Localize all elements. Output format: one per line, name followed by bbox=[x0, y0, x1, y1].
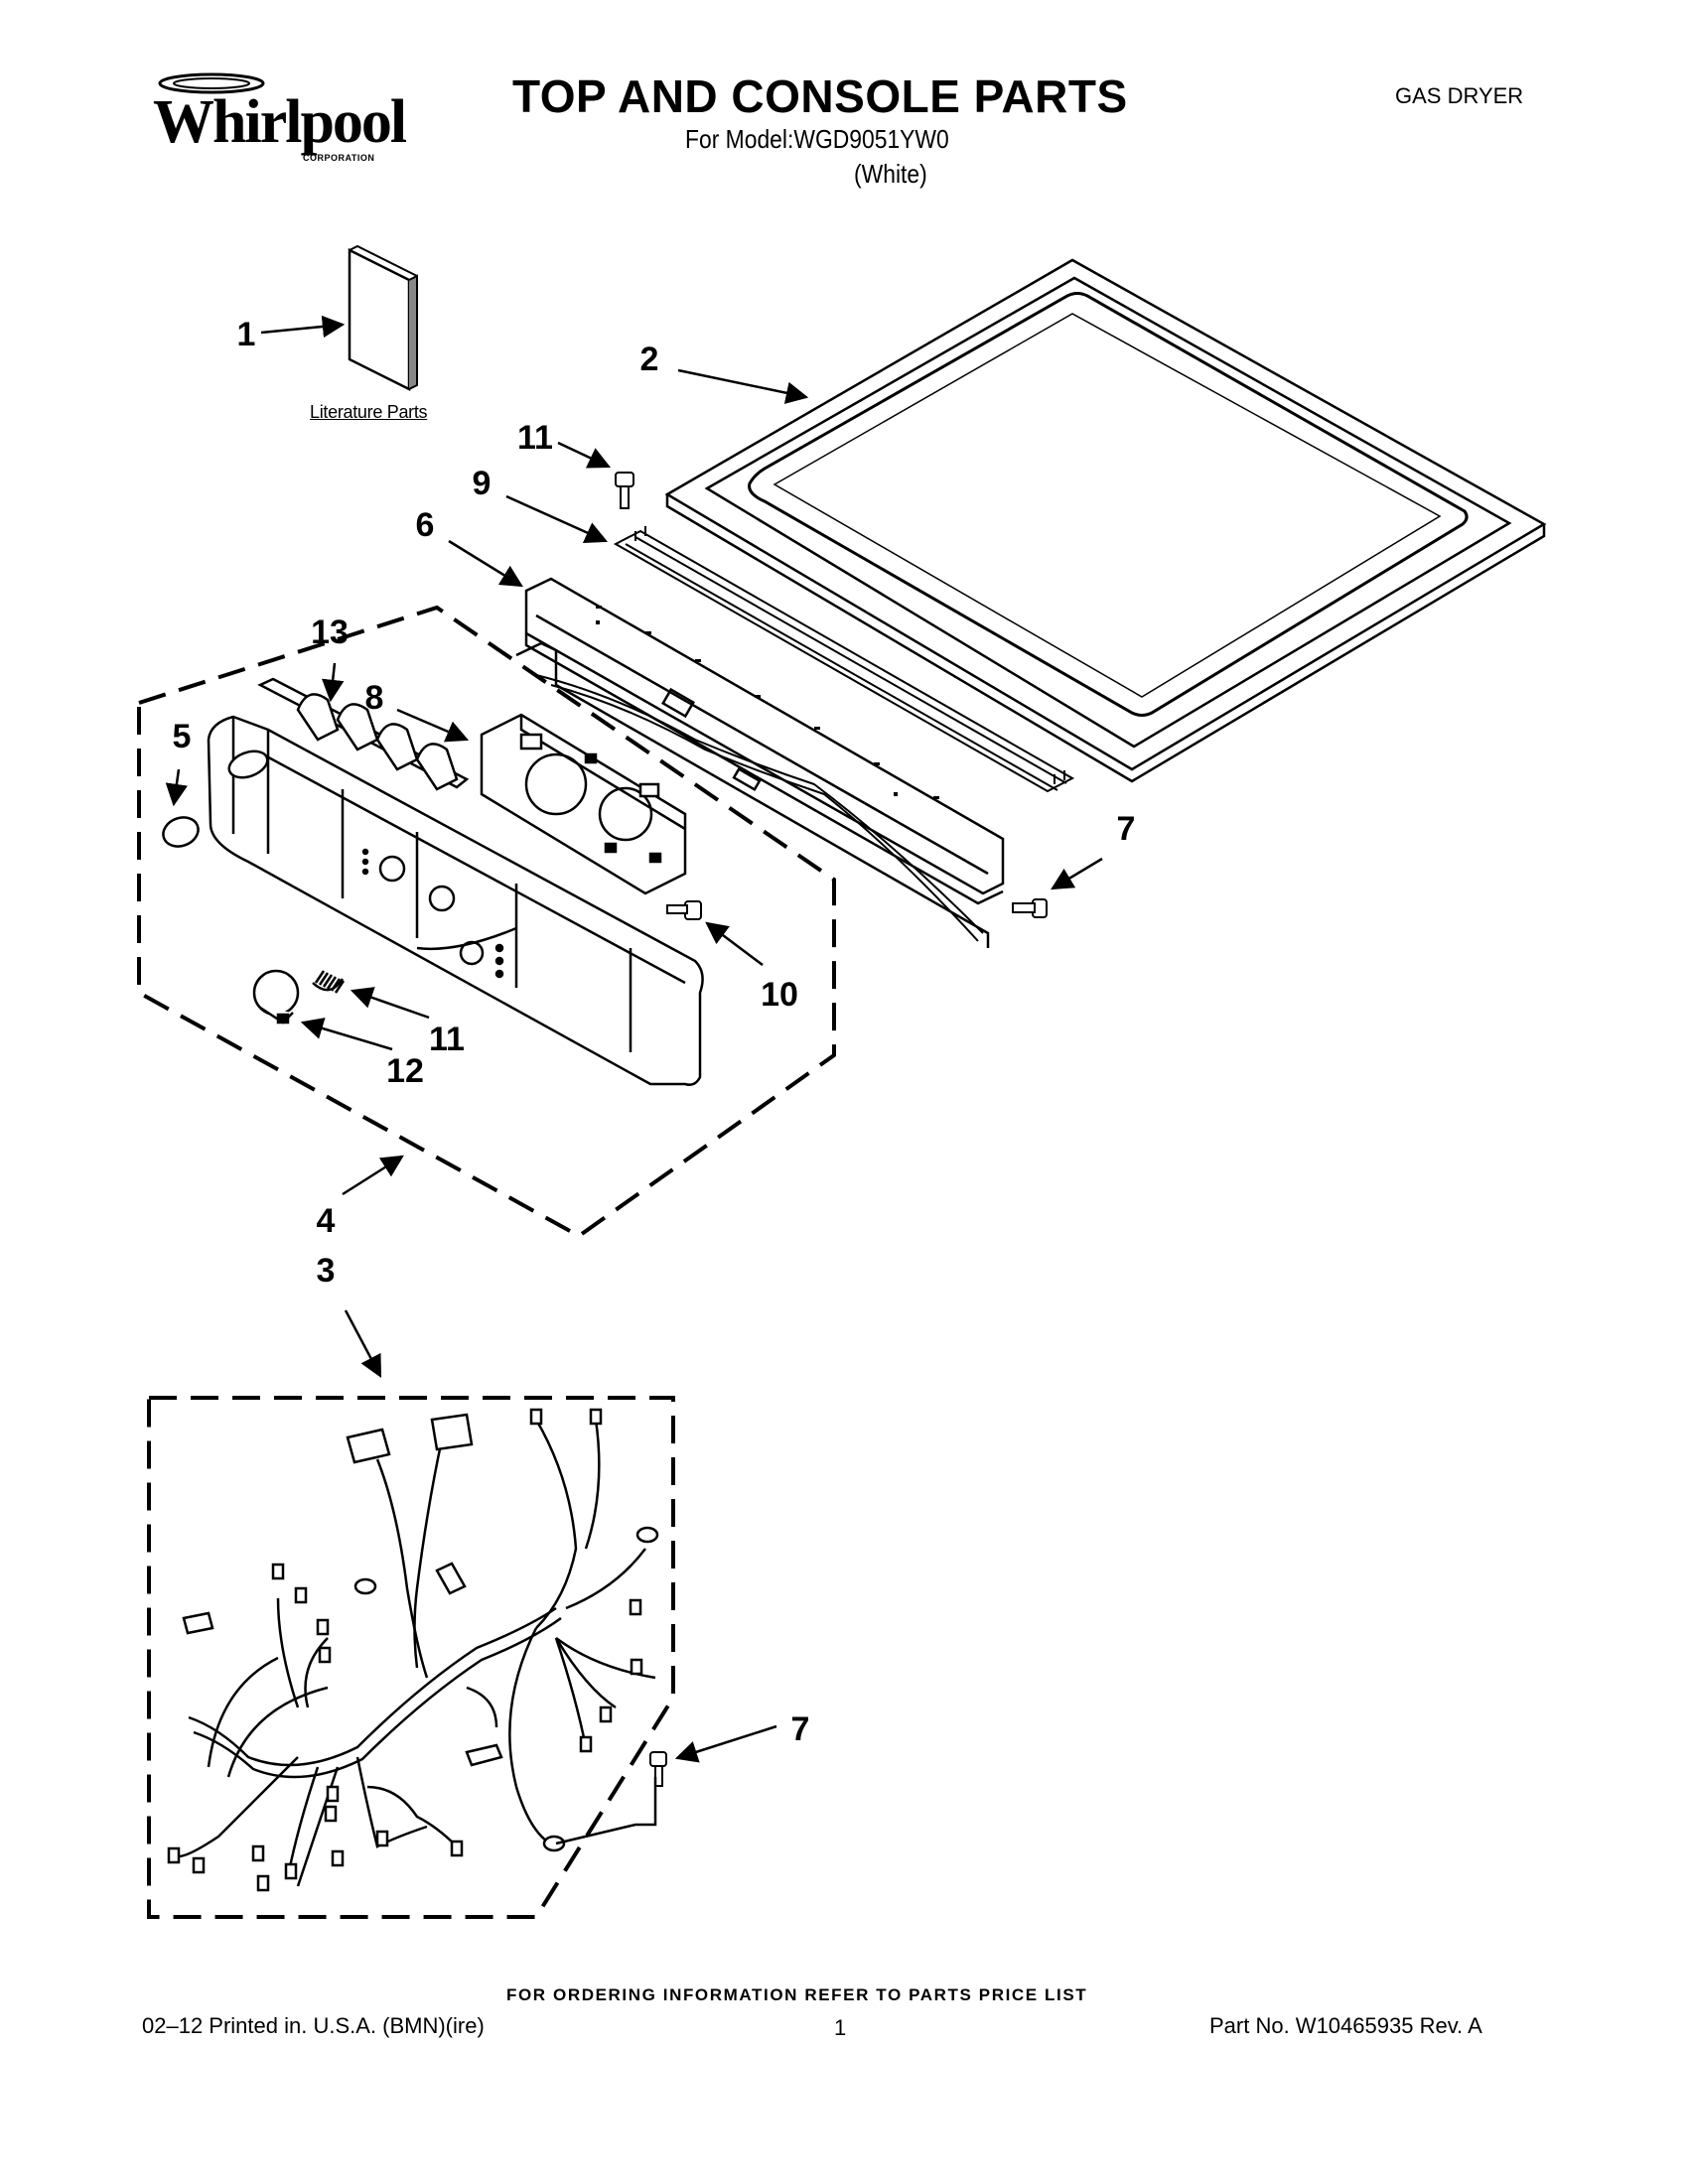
ordering-note: FOR ORDERING INFORMATION REFER TO PARTS … bbox=[506, 1985, 1088, 2004]
callout-5: 5 bbox=[172, 718, 192, 755]
screw-icon bbox=[666, 900, 702, 920]
callout-6: 6 bbox=[415, 506, 435, 544]
callout-2: 2 bbox=[639, 341, 659, 378]
callout-arrows bbox=[165, 315, 1103, 1763]
print-info: 02–12 Printed in. U.S.A. (BMN)(ire) bbox=[142, 2013, 485, 2038]
brand-corporation: CORPORATION bbox=[303, 153, 375, 163]
wire-connector-strip bbox=[257, 677, 470, 791]
callout-12: 12 bbox=[386, 1052, 424, 1090]
callout-7-top: 7 bbox=[1116, 810, 1136, 848]
model-line: For Model:WGD9051YW0 bbox=[685, 124, 949, 154]
callout-4: 4 bbox=[316, 1202, 336, 1240]
knob-icon bbox=[252, 969, 300, 1024]
callout-10: 10 bbox=[761, 976, 798, 1014]
literature-booklet-icon bbox=[348, 244, 418, 392]
wire-harness-outline bbox=[147, 1396, 675, 1919]
wire-connectors bbox=[167, 1408, 659, 1892]
callout-3: 3 bbox=[316, 1252, 336, 1290]
console-rear-panel bbox=[515, 577, 1005, 948]
callout-11-mid: 11 bbox=[429, 1021, 465, 1058]
callout-7-bottom: 7 bbox=[790, 1710, 810, 1748]
screw-icon bbox=[1012, 898, 1048, 918]
callout-11-top: 11 bbox=[517, 419, 553, 457]
console-rear-panel-dots bbox=[596, 606, 939, 799]
spring-icon bbox=[312, 970, 346, 994]
screw-icon bbox=[649, 1751, 667, 1787]
control-console bbox=[207, 715, 704, 1086]
brand-name: Whirlpool bbox=[153, 88, 407, 156]
wire-harness bbox=[178, 1419, 656, 1887]
console-bracket bbox=[613, 526, 1075, 793]
callout-8: 8 bbox=[364, 679, 384, 717]
brand-logo: Whirlpool CORPORATION bbox=[139, 71, 407, 181]
callout-9: 9 bbox=[472, 465, 492, 502]
page-title: TOP AND CONSOLE PARTS bbox=[512, 70, 1128, 122]
color-line: (White) bbox=[854, 159, 927, 189]
callout-13: 13 bbox=[311, 614, 349, 651]
part-number: Part No. W10465935 Rev. A bbox=[1209, 2013, 1482, 2038]
control-board bbox=[480, 713, 687, 895]
page-number: 1 bbox=[834, 2015, 847, 2040]
lens-icon bbox=[162, 816, 200, 848]
callout-1: 1 bbox=[236, 316, 256, 353]
screw-icon bbox=[615, 472, 634, 509]
logo-swoosh-icon bbox=[158, 72, 265, 94]
literature-parts-label: Literature Parts bbox=[310, 402, 428, 422]
product-type: GAS DRYER bbox=[1395, 83, 1524, 108]
ground-bracket bbox=[555, 1777, 657, 1845]
console-assembly-outline bbox=[137, 605, 836, 1239]
dryer-top-panel bbox=[664, 258, 1547, 783]
